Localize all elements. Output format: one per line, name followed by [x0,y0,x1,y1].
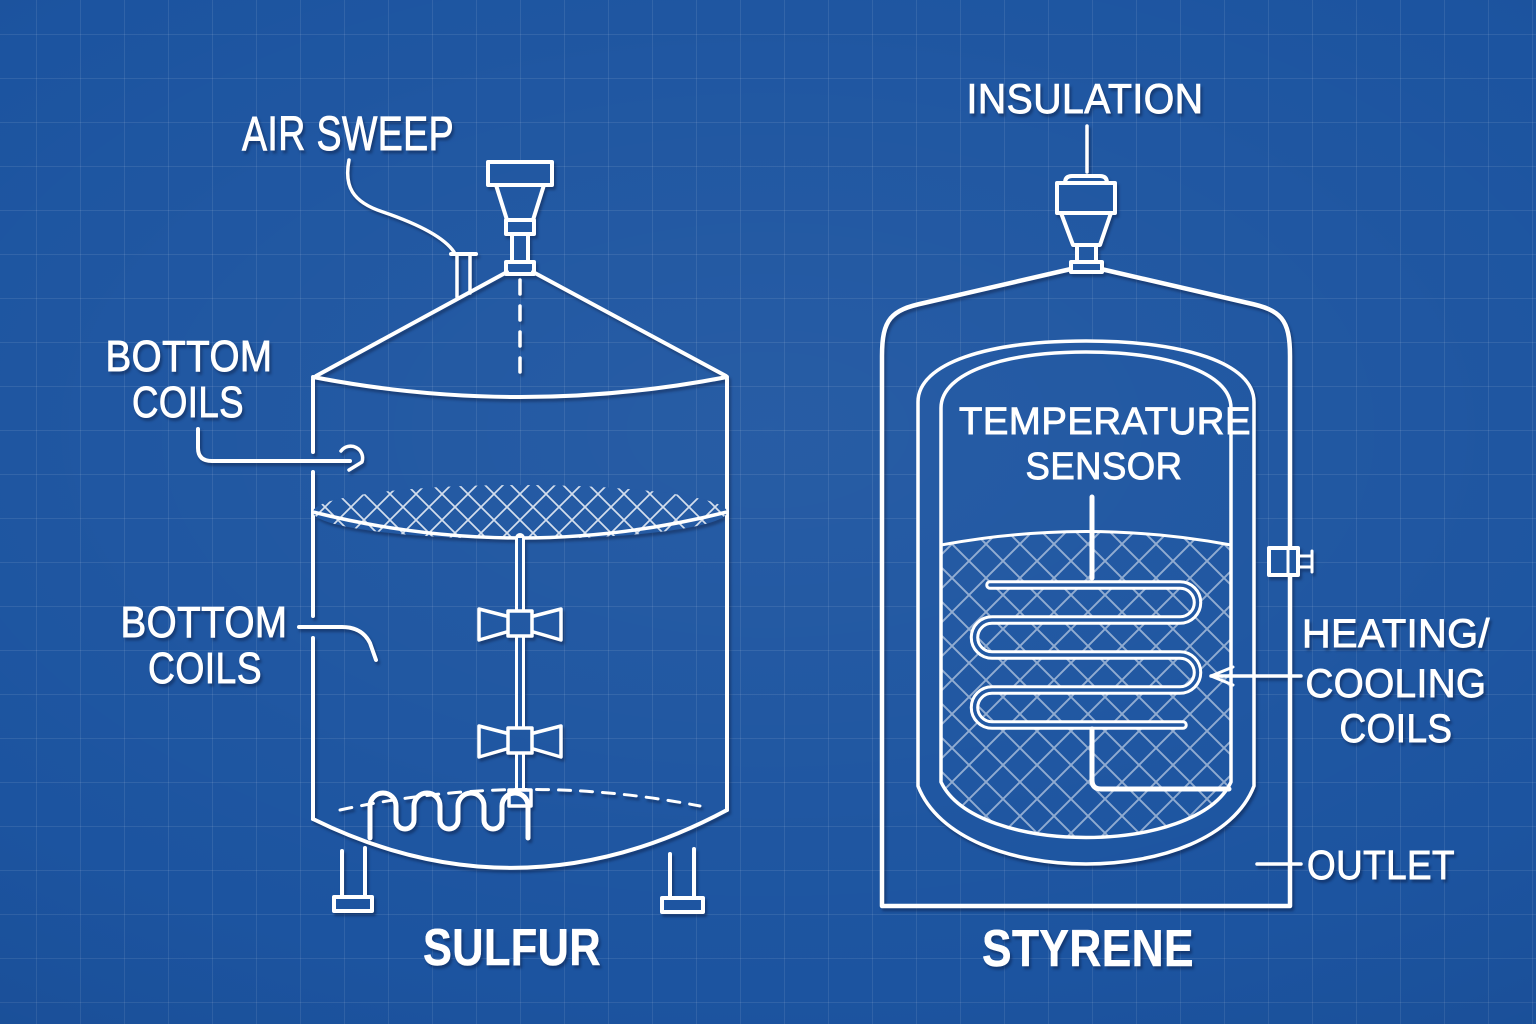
sulfur-impeller-upper [477,607,563,642]
sulfur-tank-drawing: AIR SWEEP BOTTOM COILS BOTTOM COILS SULF… [105,108,729,977]
temperature-sensor-label: TEMPERATURE SENSOR [959,401,1251,489]
styrene-agitator-motor-icon [1055,174,1117,274]
bottom-coils-lower-leader-line [297,625,378,662]
air-sweep-label: AIR SWEEP [242,108,454,161]
sulfur-legs [332,846,705,914]
sulfur-shell-walls [311,377,729,821]
sulfur-air-sweep-pipe [449,252,478,299]
styrene-outlet-pipe [1089,726,1232,792]
sulfur-cone-roof [311,270,729,399]
insulation-label: INSULATION [967,75,1204,122]
heating-cooling-coils-label: HEATING/ COOLING COILS [1302,612,1491,752]
sulfur-impeller-lower [477,724,563,759]
sulfur-bottom-dish [311,787,729,870]
styrene-heating-coil [969,580,1203,730]
svg-text:HEATING/: HEATING/ [1302,612,1490,656]
svg-text:COILS: COILS [132,378,244,427]
svg-text:COOLING: COOLING [1306,662,1487,706]
styrene-title: STYRENE [982,920,1194,978]
bottom-coils-lower-label: BOTTOM COILS [120,598,288,694]
svg-text:TEMPERATURE: TEMPERATURE [959,401,1251,443]
svg-text:SENSOR: SENSOR [1026,446,1183,488]
heating-cooling-leader-line [1209,665,1303,687]
svg-text:BOTTOM: BOTTOM [106,332,273,381]
bottom-coils-upper-leader-line [196,427,365,472]
svg-text:COILS: COILS [1340,707,1453,751]
sulfur-agitator-motor-icon [486,160,554,276]
svg-text:BOTTOM: BOTTOM [121,598,288,647]
styrene-side-nozzle [1267,546,1314,577]
styrene-tank-drawing: INSULATION TEMPERATURE SENSOR HEATING/ C… [879,75,1491,978]
svg-text:COILS: COILS [148,644,262,693]
styrene-liquid [939,530,1233,838]
sulfur-bottom-coil [367,790,531,841]
sulfur-title: SULFUR [423,919,601,977]
air-sweep-leader-line [345,158,456,254]
bottom-coils-upper-label: BOTTOM COILS [105,332,273,428]
outlet-label: OUTLET [1307,842,1455,888]
sulfur-liquid-surface [311,485,729,540]
